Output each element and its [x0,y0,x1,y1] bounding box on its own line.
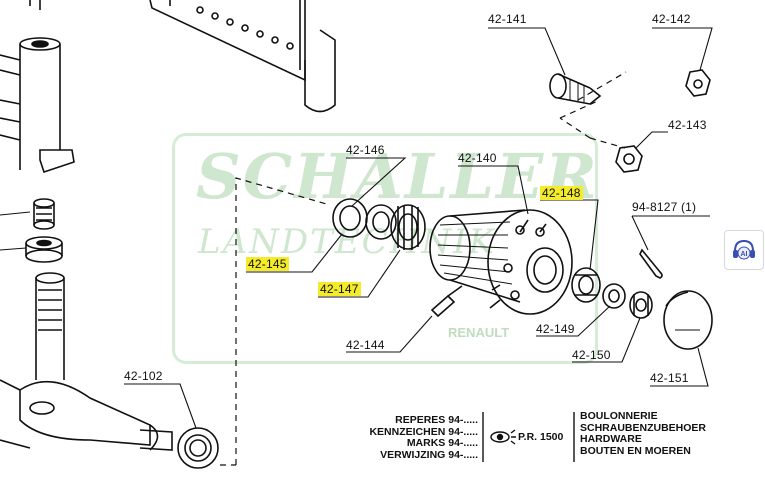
legend-bouten: BOUTEN EN MOEREN [580,444,691,457]
legend-reperes: REPERES 94-..... [395,414,478,426]
legend-boulonnerie: BOULONNERIE [580,410,658,422]
part-label-42-144: 42-144 [346,338,385,352]
part-label-42-151: 42-151 [650,371,689,385]
wheel-stud-42-141 [549,73,602,105]
part-label-42-142: 42-142 [652,12,691,26]
part-label-42-148: 42-148 [540,186,583,200]
wheel-nut-42-143 [615,145,643,173]
headset-icon: AI [733,239,755,260]
part-label-42-141: 42-141 [488,12,527,26]
part-label-94-8127-1: 94-8127 (1) [632,200,697,214]
ai-assistant-button[interactable]: AI [724,230,764,270]
part-label-42-143: 42-143 [668,118,707,132]
bushing-upper [33,198,55,230]
wheel-hub-42-140 [429,209,573,315]
part-label-42-145: 42-145 [246,257,289,271]
castle-nut-42-150 [629,291,653,319]
watermark-renault: RENAULT [448,325,510,340]
legend-verwijzing: VERWIJZING 94-..... [380,448,478,461]
seal-42-102 [177,427,219,469]
bushing-washer [25,236,63,263]
dust-cap-42-151 [663,290,713,350]
stub-axle [0,272,173,451]
cotter-pin-94-8127 [639,248,663,279]
chassis-frame [0,0,336,141]
wheel-nut-42-142 [685,69,711,97]
bearing-42-148 [571,267,601,303]
assistant-label: AI [741,251,748,258]
watermark-brand: SCHALLER [196,140,599,213]
washer-42-149 [602,283,626,309]
part-label-42-140: 42-140 [458,151,497,165]
part-label-42-150: 42-150 [572,348,611,362]
king-pin [19,37,75,174]
legend-hardware: HARDWARE [580,433,642,446]
part-label-42-146: 42-146 [346,143,385,157]
grease-nipple-42-144 [430,285,463,318]
legend-schraubenzubehoer: SCHRAUBENZUBEHOER [580,421,707,434]
bearing-42-145 [332,198,368,238]
legend-right: BOULONNERIE SCHRAUBENZUBEHOER HARDWARE B… [580,410,707,457]
assembly-axis-lines [220,71,627,466]
legend-code: P.R. 1500 [518,431,564,443]
legend-left: REPERES 94-..... KENNZEICHEN 94-..... MA… [356,414,478,461]
eye-icon [490,429,516,445]
part-label-42-147: 42-147 [318,282,361,296]
legend-kennzeichen: KENNZEICHEN 94-..... [369,425,478,438]
leader-lines [124,27,713,429]
legend-marks: MARKS 94-..... [406,437,478,450]
part-label-42-102: 42-102 [124,369,163,383]
part-label-42-149: 42-149 [536,322,575,336]
bearing-42-147 [365,204,426,250]
